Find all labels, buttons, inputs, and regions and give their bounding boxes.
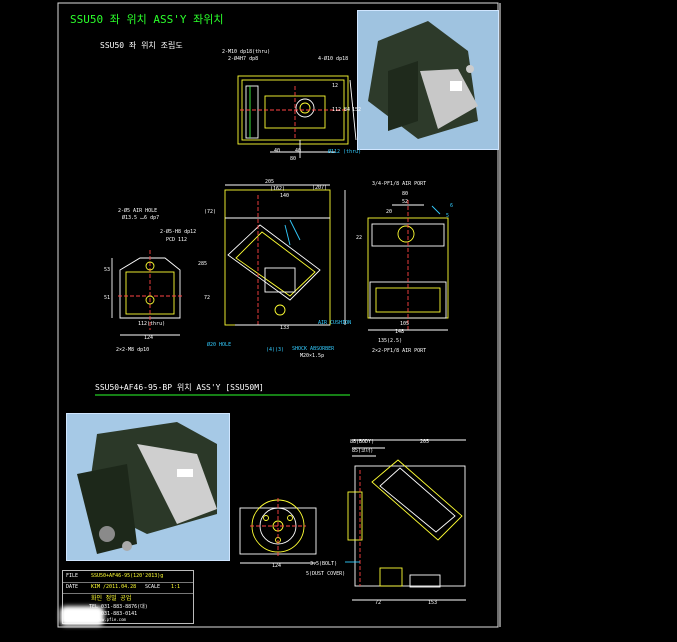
top-hole-label: Ø112 (thru) [328, 149, 362, 155]
scale-value: 1:1 [171, 584, 181, 590]
left-label-pin: 2-Ø5-H8 dp12 [160, 229, 197, 235]
date-key: DATE [66, 584, 79, 590]
side-label-port-top: 3/4-PF1/8 AIR PORT [372, 181, 427, 187]
side-dim-80: 80 [402, 191, 409, 197]
company-name: 화인 정밀 공업 [91, 595, 132, 602]
top-dim-80: 80 [290, 156, 297, 162]
front-dim-133: 133 [280, 325, 290, 331]
front-dim-207: (207) [312, 185, 328, 191]
lower-dim-205: 205 [420, 439, 430, 445]
top-label-3: 4-Ø10 dp18 [318, 56, 349, 62]
date-value: KIM /2011.04.28 [91, 584, 137, 590]
product-photo-top [357, 10, 499, 150]
top-side-dim-3: 84 [344, 107, 351, 113]
shock-absorber-label: SHOCK ABSORBER [292, 346, 335, 352]
top-side-dim-1: 12 [332, 83, 339, 89]
left-dim-112: 112(thru) [138, 321, 166, 327]
section2-title: SSU50+AF46-95-BP 위치 ASS'Y [SSU50M] [95, 383, 264, 392]
hole-label: Ø20 HOLE [207, 342, 232, 348]
left-label-pcd: PCD 112 [166, 237, 188, 243]
front-view [224, 184, 346, 326]
lower-dim-body: 88(BODY) [350, 439, 375, 445]
front-dim-285: 285 [198, 261, 208, 267]
left-label-bolt: 2×2-M8 dp10 [116, 347, 150, 353]
left-dim-124: 124 [144, 335, 154, 341]
top-side-dim-2: 112 [332, 107, 342, 113]
top-dim-40b: 40 [295, 148, 302, 154]
mark-label: (4)(3) [266, 347, 285, 353]
title-row-date: DATE KIM /2011.04.28 SCALE 1:1 [63, 582, 193, 594]
top-side-dim-4: 152 [352, 107, 362, 113]
side-dim-52: 52 [402, 199, 409, 205]
lower-dim-124: 124 [272, 563, 282, 569]
lower-bolt-label: 3.5(BOLT) [310, 561, 338, 567]
side-mark-6: 6 [450, 203, 454, 209]
drawing-subtitle: SSU50 좌 위치 조립도 [100, 41, 183, 50]
top-label-2: 2-Ø4H7 dp8 [228, 56, 259, 62]
front-dim-205: 205 [265, 179, 275, 185]
company-web: www.pfie.com [97, 617, 126, 622]
side-dim-20: 20 [386, 209, 393, 215]
product-photo-bottom [66, 413, 230, 561]
lower-dim-72: 72 [375, 600, 382, 606]
sheet-border [57, 2, 499, 628]
lower-dim-153: 153 [428, 600, 438, 606]
redacted-logo [60, 606, 104, 626]
left-dim-53: 53 [104, 267, 111, 273]
front-dim-140: 140 [280, 193, 290, 199]
side-view [367, 200, 449, 331]
side-dim-22: 22 [356, 235, 363, 241]
drawing-title: SSU50 좌 위치 ASS'Y 좌위치 [70, 13, 224, 26]
air-cushion-label: AIR CUSHION [318, 320, 352, 326]
file-value: SSU50+AF46-95(120'2013)g [91, 573, 164, 579]
title-block: FILE SSU50+AF46-95(120'2013)g DATE KIM /… [62, 570, 194, 624]
front-dim-72: 72 [204, 295, 211, 301]
side-label-port-bottom: 2×2-PF1/8 AIR PORT [372, 348, 427, 354]
title-row-file: FILE SSU50+AF46-95(120'2013)g [63, 571, 193, 583]
left-dim-51: 51 [104, 295, 111, 301]
top-label-1: 2-M10 dp18(thru) [222, 49, 271, 55]
left-label-cbore: Ø13.5 ⌴6 dp7 [122, 215, 160, 221]
top-dim-40a: 40 [274, 148, 281, 154]
side-mark-5: 5 [446, 213, 450, 219]
side-dim-105: 105 [400, 321, 410, 327]
lower-dim-corner: 85(코너) [352, 448, 374, 454]
side-dim-148: 148 [395, 329, 405, 335]
lower-round-view [239, 498, 317, 564]
company-fax: FAX 031-883-0141 [89, 611, 138, 617]
thread-label: M20×1.5p [300, 353, 325, 359]
front-dim-162: (162) [270, 186, 286, 192]
side-dim-135: 135(2.5) [378, 338, 403, 344]
left-label-air-hole: 2-Ø5 AIR HOLE [118, 208, 158, 214]
file-key: FILE [66, 573, 79, 579]
front-dim-72-top: (72) [204, 209, 217, 215]
lower-assembly-view [345, 439, 466, 601]
left-view [111, 250, 182, 336]
lower-dust-cover-label: 5(DUST COVER) [306, 571, 346, 577]
company-tel: TEL 031-883-8876(대) [89, 604, 148, 610]
scale-key: SCALE [145, 584, 161, 590]
top-view [237, 75, 357, 158]
